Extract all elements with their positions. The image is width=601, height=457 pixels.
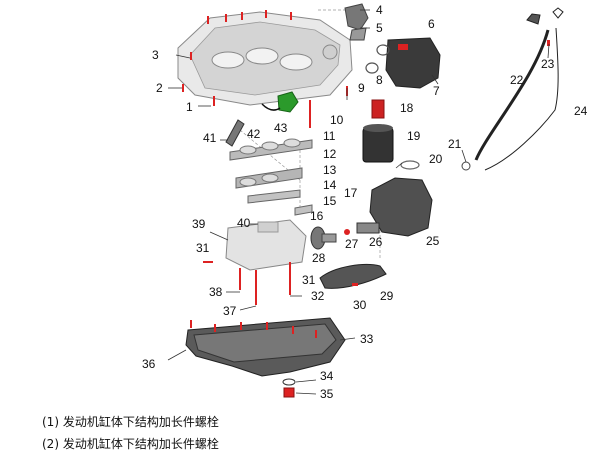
callout-6: 6	[428, 17, 435, 31]
callout-14: 14	[323, 178, 337, 192]
callout-labels: 1 2 3 4 5 6 7 8 9 10 11 12 13 14 15 16 1…	[142, 3, 588, 400]
callout-13: 13	[323, 163, 337, 177]
callout-1: 1	[186, 100, 193, 114]
callout-25: 25	[426, 234, 440, 248]
exploded-parts-diagram: 1 2 3 4 5 6 7 8 9 10 11 12 13 14 15 16 1…	[142, 3, 588, 400]
callout-5: 5	[376, 21, 383, 35]
callout-12: 12	[323, 147, 337, 161]
callout-39: 39	[192, 217, 206, 231]
callout-10: 10	[330, 113, 344, 127]
oil-pickup-strainer	[319, 264, 387, 289]
callout-38: 38	[209, 285, 223, 299]
callout-30: 30	[353, 298, 367, 312]
balance-shaft-assembly	[229, 138, 313, 216]
callout-8: 8	[376, 73, 383, 87]
callout-33: 33	[360, 332, 374, 346]
callout-32: 32	[311, 289, 325, 303]
callout-3: 3	[152, 48, 159, 62]
oil-filter	[362, 124, 394, 163]
callout-42: 42	[247, 127, 261, 141]
oil-pump	[344, 177, 433, 237]
callout-24: 24	[574, 104, 588, 118]
plug-41	[225, 119, 245, 147]
seal-ring-20	[400, 160, 420, 170]
oil-pan-bolts	[190, 320, 317, 338]
leader-lines	[167, 9, 550, 395]
callout-18: 18	[400, 101, 414, 115]
callout-41: 41	[203, 131, 217, 145]
dipstick-assembly	[461, 7, 564, 171]
callout-35: 35	[320, 387, 334, 400]
callout-37: 37	[223, 304, 237, 318]
bedplate-bolts	[203, 100, 311, 305]
seal-rings-8	[365, 44, 390, 74]
callout-27: 27	[345, 237, 359, 251]
callout-16: 16	[310, 209, 324, 223]
oil-pressure-switch	[371, 99, 385, 119]
callout-15: 15	[323, 194, 337, 208]
oil-separator	[385, 37, 441, 89]
callout-23: 23	[541, 57, 555, 71]
callout-2: 2	[156, 81, 163, 95]
callout-34: 34	[320, 369, 334, 383]
mount-bracket	[344, 3, 369, 41]
callout-21: 21	[448, 137, 462, 151]
footnote-1: (1) 发动机缸体下结构加长件螺栓	[42, 415, 219, 429]
callout-28: 28	[312, 251, 326, 265]
callout-4: 4	[376, 3, 383, 17]
callout-31-right: 31	[302, 273, 316, 287]
footnote-2: (2) 发动机缸体下结构加长件螺栓	[42, 437, 219, 451]
callout-40: 40	[237, 216, 251, 230]
bedplate-extension	[225, 219, 307, 271]
callout-22: 22	[510, 73, 524, 87]
callout-29: 29	[380, 289, 394, 303]
callout-19: 19	[407, 129, 421, 143]
callout-31-left: 31	[196, 241, 210, 255]
cylinder-block-lower-structure	[177, 11, 353, 106]
callout-17: 17	[344, 186, 358, 200]
drain-plug	[283, 387, 295, 398]
callout-20: 20	[429, 152, 443, 166]
oil-control-solenoid	[261, 91, 299, 113]
callout-7: 7	[433, 84, 440, 98]
callout-43: 43	[274, 121, 288, 135]
pump-drive-sprocket	[310, 226, 337, 250]
oil-pan	[185, 317, 346, 377]
callout-11: 11	[323, 129, 336, 143]
drain-plug-washer	[282, 378, 296, 386]
callout-9: 9	[358, 81, 365, 95]
callout-26: 26	[369, 235, 383, 249]
callout-36: 36	[142, 357, 156, 371]
